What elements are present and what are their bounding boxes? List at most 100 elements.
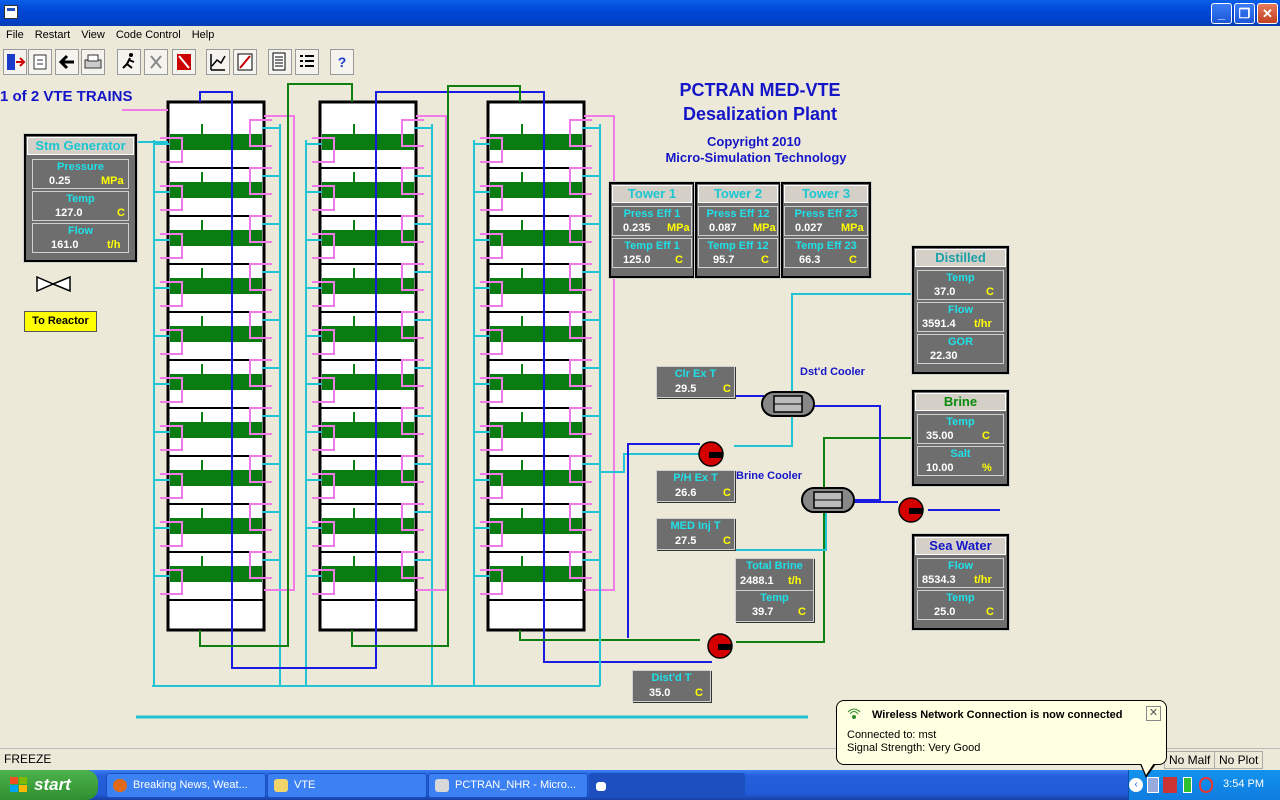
temp-value: 37.0 [934,286,956,298]
sea-water-title: Sea Water [915,537,1006,555]
wireless-icon[interactable] [1147,777,1159,793]
effect-tray [170,374,262,390]
condensate-loop [569,119,592,147]
run-icon[interactable] [117,49,141,75]
task-vte-folder[interactable]: VTE [267,773,427,798]
effect-tray [490,566,582,582]
total-brine-readout: Total Brine 2488.1 t/h Temp 39.7 C [735,558,814,622]
app-icon[interactable] [4,5,18,19]
brine-loop [351,85,521,647]
chevron-left-icon[interactable]: ‹ [1129,778,1143,792]
condensate-loop [160,569,183,595]
temp-eff-label: Temp Eff 12 [707,240,769,252]
effect-tray [490,326,582,342]
salt-unit: % [982,462,992,474]
window-icon [596,782,606,791]
med-inj-t-readout: MED Inj T 27.5 C [656,518,735,550]
no-plot-status[interactable]: No Plot [1214,751,1264,769]
condensate-loop [312,377,335,403]
condensate-loop [480,281,503,307]
menu-restart[interactable]: Restart [34,29,71,41]
exit-icon[interactable] [3,49,27,75]
help-icon[interactable]: ? [330,49,354,75]
menu-help[interactable]: Help [191,29,215,41]
condensate-loop [401,455,424,483]
condensate-loop [249,551,272,579]
condensate-loop [569,311,592,339]
condensate-loop [312,425,335,451]
condensate-loop [401,119,424,147]
close-button[interactable]: ✕ [1257,3,1278,24]
temp-eff-label: Temp Eff 23 [795,240,857,252]
seawater-supply [627,443,700,638]
condensate-loop [160,521,183,547]
total-brine-unit: t/h [788,575,802,587]
menu-code-control[interactable]: Code Control [115,29,181,41]
press-eff-label: Press Eff 1 [623,208,681,220]
pressure-value: 0.25 [49,175,71,187]
clr-ex-t-unit: C [723,383,731,395]
condensate-loop [249,311,272,339]
back-icon[interactable] [55,49,79,75]
condensate-loop [160,185,183,211]
tower-3-title: Tower 3 [784,185,868,203]
valve-icon[interactable] [36,276,72,292]
clock[interactable]: 3:54 PM [1223,778,1264,790]
restart-icon[interactable] [28,49,52,75]
brine-outlet [736,437,912,643]
condensate-loop [569,455,592,483]
task-browser[interactable]: Breaking News, Weat... [106,773,266,798]
condensate-loop [480,425,503,451]
security-icon[interactable] [1199,777,1213,793]
task-active-window[interactable] [589,773,745,798]
print-icon[interactable] [81,49,105,75]
malfunction-icon[interactable] [172,49,196,75]
freeze-icon[interactable] [144,49,168,75]
to-reactor-button[interactable]: To Reactor [24,311,97,332]
report-icon[interactable] [268,49,292,75]
total-brine-label: Total Brine [746,560,803,572]
trend-icon[interactable] [233,49,257,75]
ph-ex-t-label: P/H Ex T [673,472,718,484]
condensate-loop [401,311,424,339]
no-malf-status[interactable]: No Malf [1164,751,1216,769]
temp-unit: C [986,606,994,618]
maximize-button[interactable]: ❐ [1234,3,1255,24]
start-button[interactable]: start [0,770,98,800]
press-eff-label: Press Eff 23 [794,208,858,220]
title-bar: _ ❐ ✕ [0,0,1280,26]
flow-value: 3591.4 [922,318,956,330]
network-icon[interactable] [1163,777,1177,793]
balloon-line-1: Connected to: mst [847,729,937,741]
condensate-loop [249,455,272,483]
pressure-label: Pressure [56,161,105,173]
press-eff-value: 0.027 [795,222,823,234]
effect-tray [322,374,414,390]
minimize-button[interactable]: _ [1211,3,1232,24]
condensate-loop [480,137,503,163]
wireless-notification-balloon[interactable]: Wireless Network Connection is now conne… [836,700,1167,765]
condensate-loop [160,137,183,163]
condensate-loop [249,263,272,291]
plot-icon[interactable] [206,49,230,75]
temp-label: Temp [66,193,95,205]
condensate-loop [160,377,183,403]
menu-file[interactable]: File [6,29,24,41]
plant-subtitle: Desalization Plant [682,104,838,124]
effect-tray [170,326,262,342]
checklist-icon[interactable] [295,49,319,75]
effect-tray [322,518,414,534]
condensate-loop [249,503,272,531]
pump-outlet [709,452,723,458]
battery-icon[interactable] [1183,777,1192,793]
condensate-loop [480,329,503,355]
clr-ex-t-label: Clr Ex T [674,368,717,380]
flow-unit: t/h [107,239,121,251]
feed-line [599,453,700,686]
task-pctran[interactable]: PCTRAN_NHR - Micro... [428,773,588,798]
close-icon[interactable]: ✕ [1146,706,1161,721]
ph-ex-t-unit: C [723,487,731,499]
condensate-loop [401,503,424,531]
distilled-outlet [791,293,912,398]
menu-view[interactable]: View [81,29,105,41]
